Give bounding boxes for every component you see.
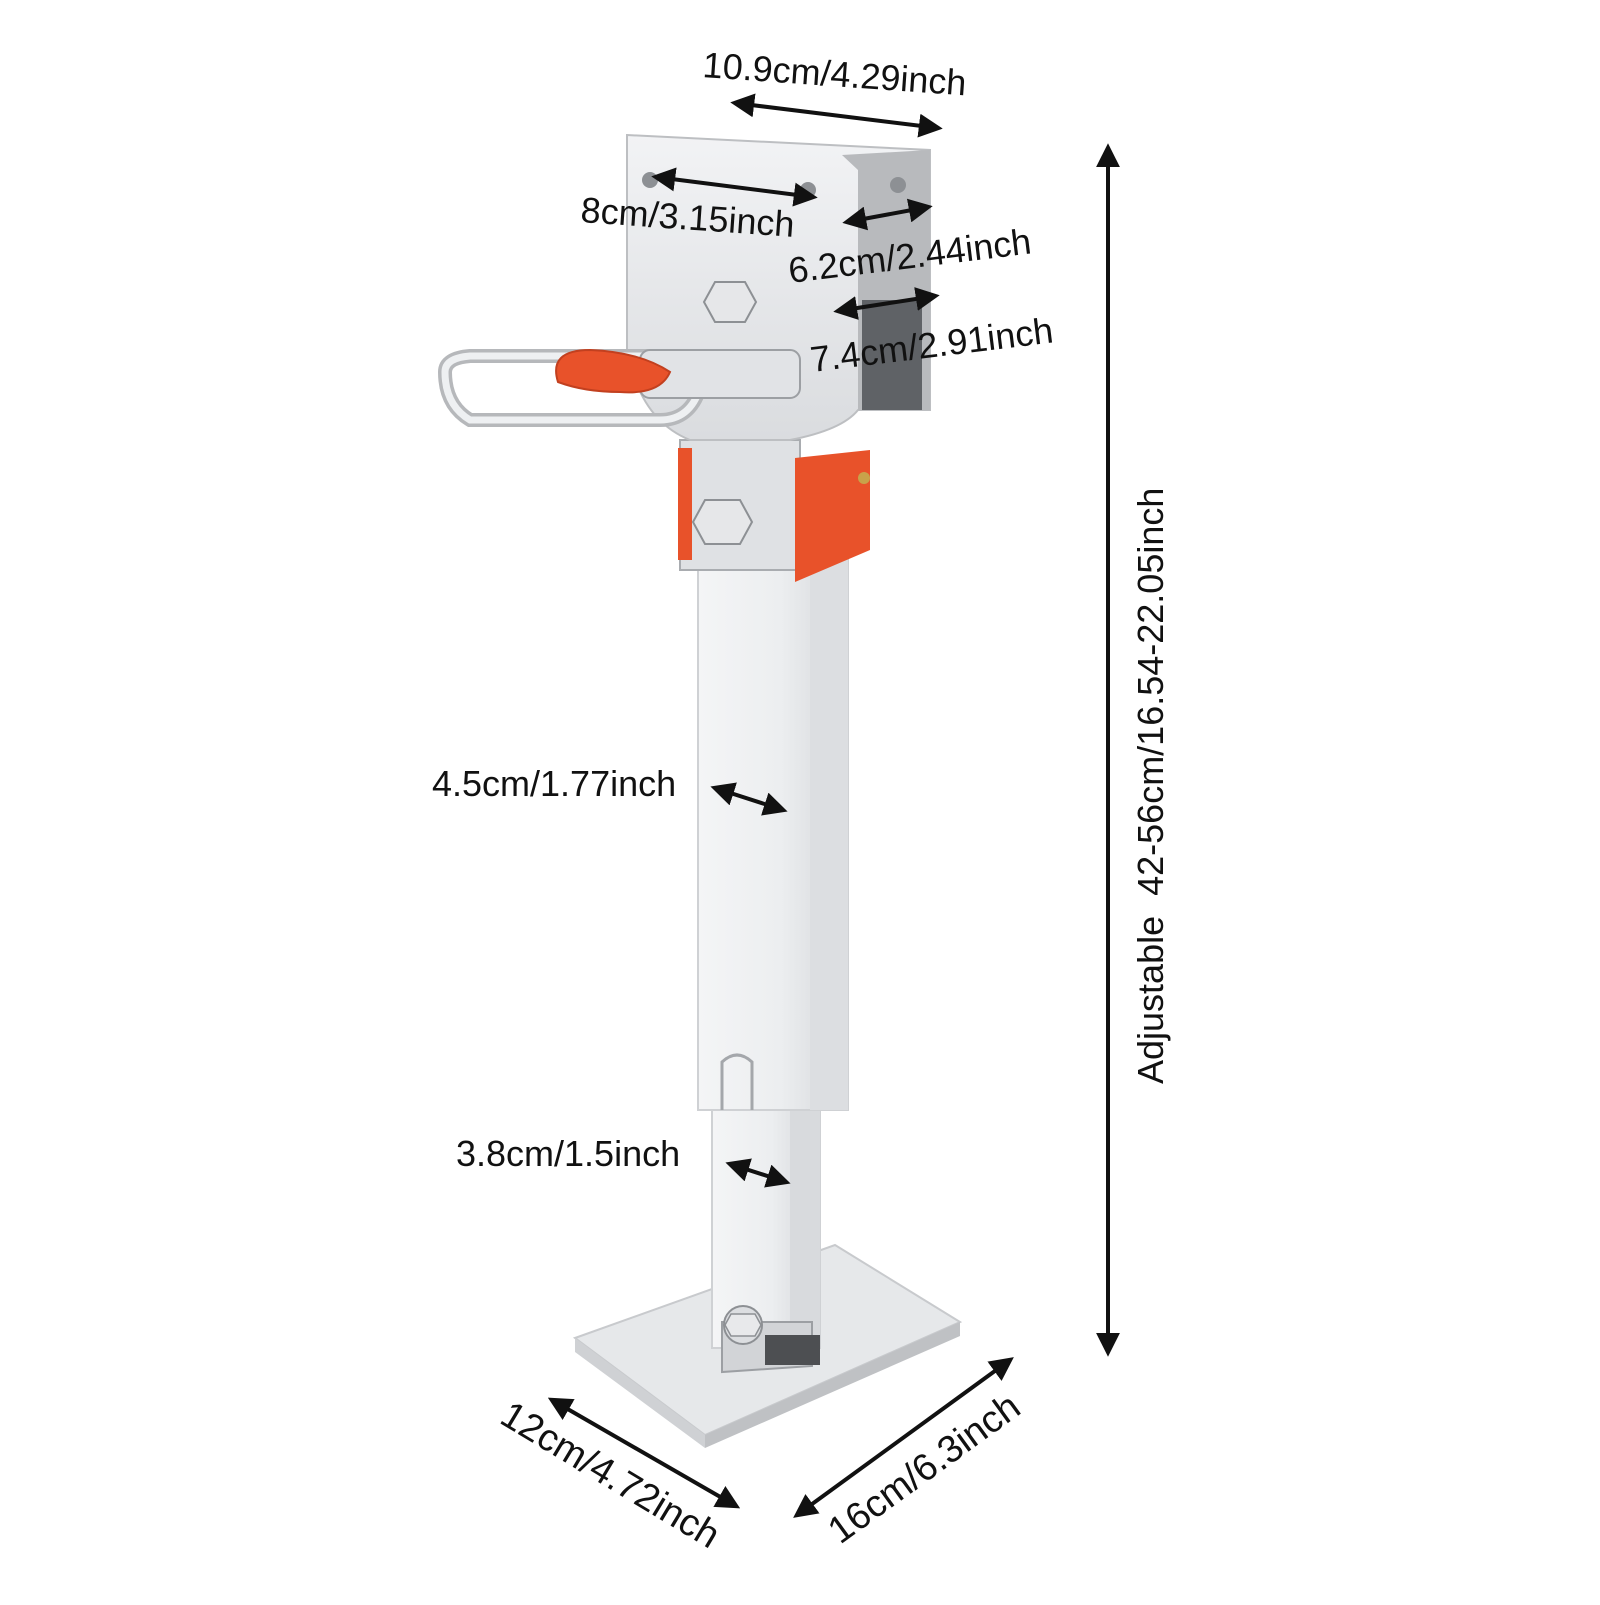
collar <box>678 439 870 582</box>
collar-cap-right <box>795 450 870 582</box>
arrow-base-width <box>793 1357 1014 1518</box>
arrow-inner-tube <box>725 1158 791 1188</box>
collar-cap-left <box>678 448 692 560</box>
arrow-outer-width <box>833 287 940 320</box>
label-top-width: 10.9cm/4.29inch <box>701 44 967 103</box>
grease-fitting-icon <box>858 472 870 484</box>
arrow-hole-spacing <box>651 167 818 207</box>
mount-hole-icon <box>890 177 906 193</box>
label-base-width: 16cm/6.3inch <box>821 1385 1029 1552</box>
arrow-base-depth <box>547 1397 741 1509</box>
label-height: Adjustable 42-56cm/16.54-22.05inch <box>1130 488 1171 1084</box>
pivot-bolt-icon <box>702 281 758 323</box>
mount-hole-icon <box>642 172 658 188</box>
collar-bolt-icon <box>691 499 754 545</box>
height-adjust-slot <box>720 1053 754 1110</box>
inner-tube <box>711 1097 821 1349</box>
label-inner-tube: 3.8cm/1.5inch <box>456 1133 680 1174</box>
pull-ring-icon <box>555 348 672 394</box>
jack-stand-illustration <box>437 133 963 1448</box>
outer-tube <box>697 559 849 1111</box>
arrow-inner-width <box>842 198 933 231</box>
arrow-outer-tube <box>710 782 788 816</box>
pull-pin-handle <box>437 348 801 427</box>
dimension-arrows <box>547 93 1120 1518</box>
arrow-top-width <box>730 93 943 138</box>
label-outer-tube: 4.5cm/1.77inch <box>432 763 676 804</box>
